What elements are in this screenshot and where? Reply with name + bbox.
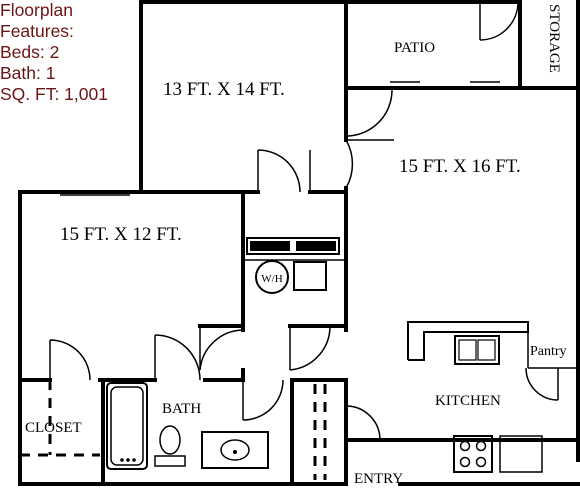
beds-count: Beds: 2 xyxy=(0,42,60,62)
kitchen-counter xyxy=(407,321,529,361)
kitchen-fixtures xyxy=(407,321,578,473)
closet-shelves xyxy=(20,380,327,480)
washer-icon xyxy=(293,261,327,291)
label-water-heater: W/H xyxy=(261,273,282,285)
vanity-icon xyxy=(201,431,269,469)
bath-count: Bath: 1 xyxy=(0,63,56,83)
room-label-pantry: Pantry xyxy=(530,344,567,359)
room-label-storage: STORAGE xyxy=(546,4,562,73)
doors xyxy=(49,1,559,441)
room-label-bath: BATH xyxy=(162,401,201,417)
features-heading: Features: xyxy=(0,21,74,41)
windows xyxy=(60,1,500,196)
sink-icon xyxy=(454,335,500,365)
room-label-bedroom-top: 13 FT. X 14 FT. xyxy=(163,79,285,100)
room-label-kitchen: KITCHEN xyxy=(435,393,501,409)
refrigerator-icon xyxy=(499,435,543,473)
room-label-patio: PATIO xyxy=(394,40,435,56)
bathtub-icon xyxy=(106,382,148,470)
room-label-entry: ENTRY xyxy=(354,471,403,487)
water-heater-icon xyxy=(255,260,289,294)
stove-icon xyxy=(453,435,493,473)
toilet-icon xyxy=(159,425,181,455)
features-title: Floorplan xyxy=(0,0,73,20)
features-panel: Floorplan Features: Beds: 2 Bath: 1 SQ. … xyxy=(0,0,108,105)
room-label-bedroom-left: 15 FT. X 12 FT. xyxy=(60,224,182,245)
bath-fixtures xyxy=(106,382,269,470)
utility-area xyxy=(243,237,346,294)
room-label-living: 15 FT. X 16 FT. xyxy=(399,156,521,177)
square-footage: SQ. FT: 1,001 xyxy=(0,84,108,104)
room-label-closet: CLOSET xyxy=(25,420,82,436)
